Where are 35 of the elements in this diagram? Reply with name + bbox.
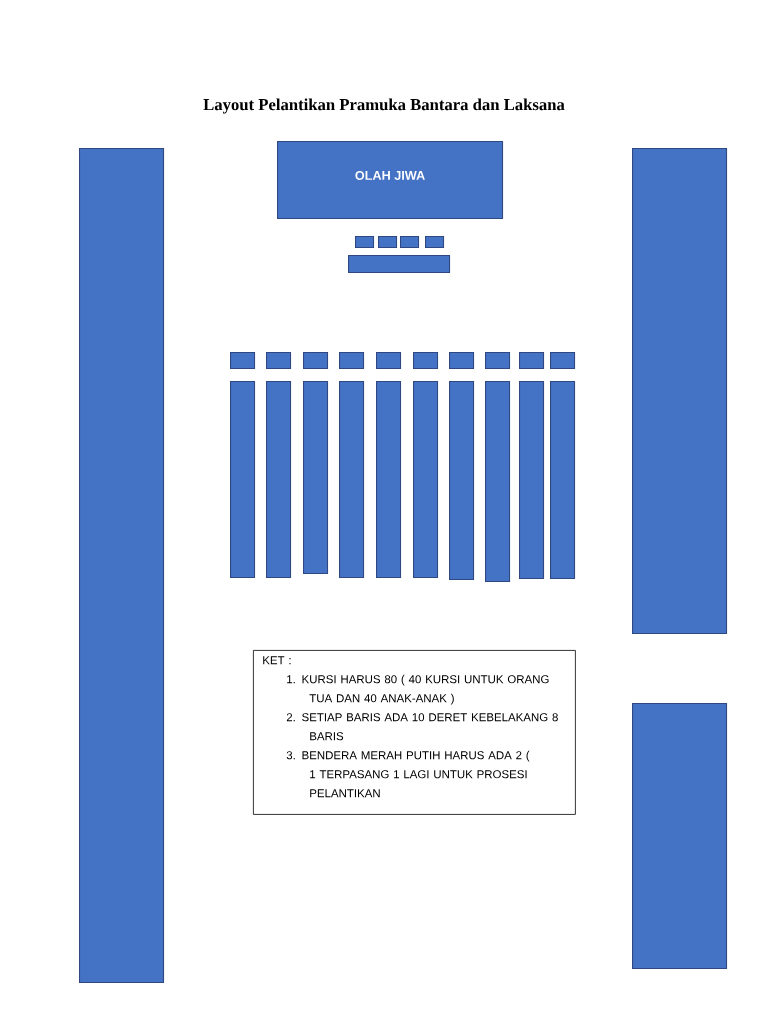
row-bar — [303, 381, 329, 575]
note-heading: KET : — [263, 656, 291, 665]
note-box — [253, 650, 576, 815]
wall-bar — [632, 148, 728, 635]
flag-box — [485, 352, 511, 370]
flag-box — [413, 352, 439, 370]
seat-box — [378, 236, 398, 249]
seat-box — [425, 236, 445, 249]
row-bar — [376, 381, 402, 579]
row-bar — [339, 381, 365, 579]
seat-box — [400, 236, 420, 249]
flag-box — [339, 352, 365, 370]
flag-box — [266, 352, 292, 370]
list-item: 3. BENDERA MERAH PUTIH HARUS ADA 2 ( 1 TERPASANG 1 LAGI UNTUK PROSESI PELANTIKAN — [286, 750, 530, 798]
flag-box — [303, 352, 329, 370]
table-box — [348, 255, 451, 274]
row-bar — [266, 381, 292, 579]
row-bar — [485, 381, 511, 583]
flag-box — [550, 352, 576, 370]
flag-box — [519, 352, 545, 370]
flag-box — [376, 352, 402, 370]
row-bar — [519, 381, 545, 580]
title: Layout Pelantikan Pramuka Bantara dan Laksana — [203, 98, 565, 114]
row-bar — [413, 381, 439, 579]
seat-box — [355, 236, 375, 249]
wall-bar — [632, 703, 728, 970]
stage-box: OLAH JIWA — [277, 141, 504, 220]
list-item: 1. KURSI HARUS 80 ( 40 KURSI UNTUK ORANG TUA DAN 40 ANAK-ANAK ) — [287, 674, 549, 705]
list-item: 2. SETIAP BARIS ADA 10 DERET KEBELAKANG 8 BARIS — [286, 713, 558, 741]
flag-box — [230, 352, 256, 370]
wall-bar — [79, 148, 165, 984]
row-bar — [230, 381, 256, 579]
flag-box — [449, 352, 475, 370]
row-bar — [449, 381, 475, 581]
row-bar — [550, 381, 576, 580]
